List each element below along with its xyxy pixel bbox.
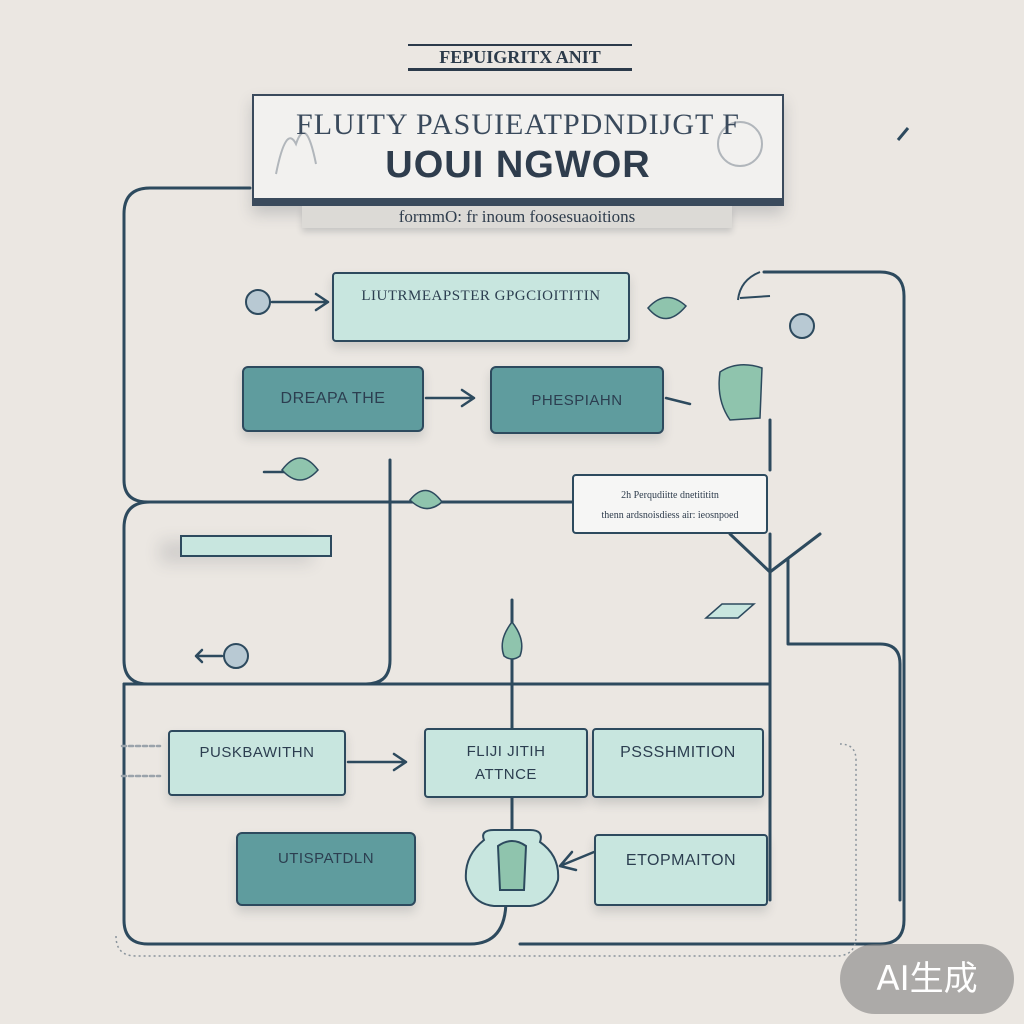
connector-bottom-outer	[122, 682, 508, 946]
bottom-mid-line-2: ATTNCE	[475, 766, 537, 783]
arrow-bottom-left-to-mid	[346, 752, 408, 772]
banner-title: FLUITY PASUIEATPDNDIJGT F	[296, 108, 740, 141]
node-bottom-last: ETOPMAITON	[594, 834, 768, 906]
note-line-1: 2h Perqudiitte dnetitititn	[621, 490, 719, 501]
arrow-dash-left	[120, 744, 162, 778]
node-circle-bottom	[223, 643, 249, 669]
node-circle-right	[789, 313, 815, 339]
leaf-shape-center	[501, 620, 523, 660]
banner-heading: UOUI NGWOR	[385, 144, 651, 186]
node-bottom-mid: FLIJI JITIH ATTNCE	[424, 728, 588, 798]
banner-decoration-right	[717, 121, 763, 167]
node-bottom-right: PSSSHMITION	[592, 728, 764, 798]
connector-outer-left	[122, 186, 574, 504]
top-label: FEPUIGRITX ANIT	[408, 44, 632, 71]
connector-diagonal	[728, 532, 822, 574]
kite-shape	[704, 603, 756, 619]
node-top-process: LIUTRMEAPSTER GPGCIOITITIN	[332, 272, 630, 342]
pin-connector	[737, 271, 771, 301]
leaf-shape-top-right	[647, 296, 688, 320]
node-dark-left: DREAPA THE	[242, 366, 424, 432]
pin-mark	[896, 127, 910, 141]
note-line-2: thenn ardsnoisdiess air: ieosnpoed	[601, 510, 739, 521]
node-bottom-dark: UTISPATDLN	[236, 832, 416, 906]
title-banner: FLUITY PASUIEATPDNDIJGT F UOUI NGWOR	[252, 94, 784, 206]
plant-shape	[718, 364, 763, 421]
connector-inner-left	[122, 458, 392, 686]
center-device-inner	[496, 840, 528, 891]
leaf-shape-mid	[408, 489, 444, 510]
bottom-mid-line-1: FLIJI JITIH	[466, 743, 546, 760]
arrow-into-top-process	[270, 292, 330, 312]
node-note: 2h Perqudiitte dnetitititn thenn ardsnoi…	[572, 474, 768, 534]
arrow-dark-left-to-right	[424, 388, 476, 408]
node-dark-right: PHESPIAHN	[490, 366, 664, 434]
connector-right-branch	[786, 558, 902, 902]
node-circle-start	[245, 289, 271, 315]
arrow-dark-right-out	[664, 396, 692, 406]
banner-decoration-left	[275, 131, 317, 175]
node-plain-bar	[180, 535, 332, 557]
node-bottom-left: PUSKBAWITHN	[168, 730, 346, 796]
ai-generated-badge: AI生成	[840, 944, 1014, 1014]
connector-outer-right	[518, 270, 906, 946]
arrow-small-left	[194, 648, 224, 664]
leaf-shape-left	[281, 457, 319, 481]
banner-subtitle: formmO: fr inoum foosesuaoitions	[302, 206, 732, 228]
arrow-bottom-last-to-center	[558, 850, 596, 872]
